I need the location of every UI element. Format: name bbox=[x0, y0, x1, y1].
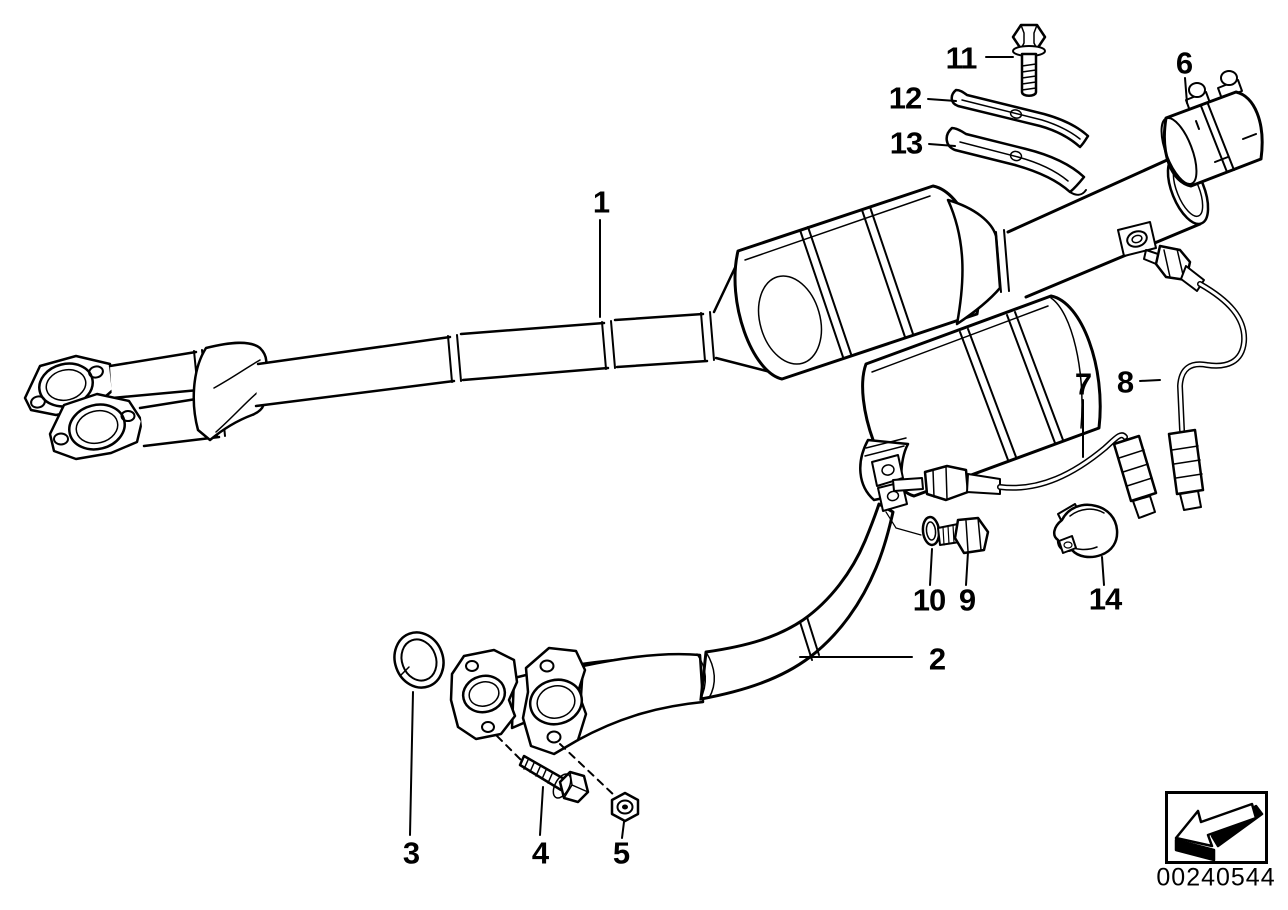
direction-arrow-box[interactable] bbox=[1165, 791, 1268, 864]
oxygen-sensor-front bbox=[892, 432, 1158, 519]
direction-arrow-icon bbox=[1174, 802, 1264, 861]
callout-6[interactable]: 6 bbox=[1175, 45, 1193, 81]
callout-5[interactable]: 5 bbox=[612, 835, 630, 871]
callout-3[interactable]: 3 bbox=[402, 835, 420, 871]
callout-7[interactable]: 7 bbox=[1074, 366, 1092, 402]
clamp-plate-lower bbox=[945, 126, 1087, 196]
callout-8[interactable]: 8 bbox=[1116, 364, 1134, 400]
callout-2[interactable]: 2 bbox=[928, 641, 946, 677]
callout-1[interactable]: 1 bbox=[592, 184, 610, 220]
part-number: 00240544 bbox=[1156, 863, 1276, 892]
flange-bolt bbox=[496, 735, 617, 804]
rear-y-pipe bbox=[449, 502, 895, 756]
callout-9[interactable]: 9 bbox=[958, 582, 976, 618]
clamp-bolt bbox=[1011, 23, 1047, 97]
pipe-clamp bbox=[1160, 70, 1264, 188]
holder-bracket bbox=[1053, 503, 1119, 559]
front-pipe-assembly bbox=[23, 253, 788, 461]
clamp-plate-upper bbox=[950, 88, 1090, 149]
callout-11[interactable]: 11 bbox=[945, 40, 978, 76]
callout-13[interactable]: 13 bbox=[889, 125, 923, 161]
leader-lines bbox=[409, 56, 1188, 839]
callout-12[interactable]: 12 bbox=[888, 80, 922, 116]
callout-10[interactable]: 10 bbox=[912, 582, 946, 618]
sensor-plug-bolt bbox=[937, 516, 990, 555]
callout-4[interactable]: 4 bbox=[531, 835, 549, 871]
catalytic-converter-front bbox=[733, 154, 1210, 381]
callout-14[interactable]: 14 bbox=[1088, 581, 1122, 617]
oxygen-sensor-rear bbox=[1143, 244, 1248, 511]
flange-nut bbox=[610, 791, 640, 823]
exhaust-gasket-ring bbox=[393, 631, 445, 689]
